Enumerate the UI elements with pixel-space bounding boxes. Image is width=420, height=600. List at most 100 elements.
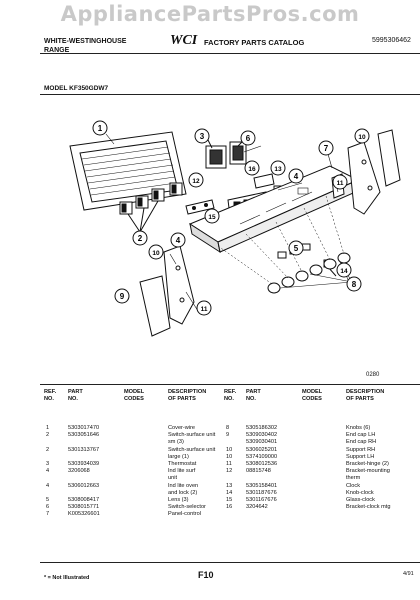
part-no-cell: K005326601 [68, 511, 100, 518]
description-cell: End cap RH [346, 439, 377, 446]
ref-no-header: REF. NO. [44, 389, 57, 402]
description-header: DESCRIPTION OF PARTS [168, 389, 207, 402]
model-label: MODEL KF350GDW7 [44, 85, 109, 92]
callout-11: 11 [196, 300, 212, 316]
description-cell: Bracket-hinge (2) [346, 460, 389, 467]
callout-6: 6 [240, 130, 256, 146]
part-no-cell: 5306012663 [68, 482, 100, 489]
brand-line-1: WHITE-WESTINGHOUSE [44, 38, 127, 45]
part-no-cell: 5306025201 [246, 446, 278, 453]
callout-9: 9 [114, 288, 130, 304]
callout-11: 11 [332, 174, 348, 190]
watermark: AppliancePartsPros.com [60, 2, 360, 26]
wci-logo: WCI [170, 33, 198, 48]
part-no-cell: 5305186302 [246, 425, 278, 431]
part-no-cell: 5301167676 [246, 496, 277, 503]
bracket-mounting-part [185, 199, 215, 215]
svg-text:16: 16 [248, 166, 256, 173]
description-cell: Switch-selector [168, 504, 206, 511]
callout-4: 4 [170, 232, 186, 248]
ref-no-cell: 2 [46, 446, 50, 453]
support-rh-part [347, 141, 381, 215]
description-cell: Switch-surface unit [168, 446, 216, 453]
ref-no-cell: 16 [226, 504, 233, 511]
table-top-rule [40, 384, 420, 385]
callout-8: 8 [346, 276, 362, 292]
svg-text:4: 4 [294, 172, 299, 181]
svg-text:14: 14 [340, 268, 348, 275]
part-no-cell: 5303017470 [68, 425, 100, 431]
page-number: F10 [198, 570, 214, 580]
description-cell: and lock (2) [168, 489, 198, 496]
description-cell: Bracket-clock mtg [346, 504, 391, 511]
part-no-cell: 5309030401 [246, 439, 278, 446]
footer-rule [40, 562, 420, 563]
part-no-cell: 5308008417 [68, 496, 100, 503]
exploded-parts-diagram: 1 2 3 4 4 5 6 7 8 9 10 10 11 11 12 13 14… [69, 120, 401, 337]
ref-no-cell: 13 [226, 482, 233, 489]
callout-3: 3 [194, 128, 210, 144]
revision-date: 4/91 [403, 571, 414, 577]
callout-5: 5 [288, 240, 304, 256]
ref-no-cell: 8 [226, 425, 230, 431]
header-rule [40, 53, 420, 54]
ref-no-cell: 3 [46, 460, 50, 467]
description-header: DESCRIPTION OF PARTS [346, 389, 385, 402]
ref-no-cell: 6 [46, 504, 50, 511]
part-no-header: PART NO. [246, 389, 261, 402]
end-cap-lh-part [139, 275, 171, 337]
part-no-cell: 5308015771 [68, 504, 100, 511]
catalog-title: FACTORY PARTS CATALOG [204, 38, 305, 47]
svg-text:12: 12 [192, 178, 200, 185]
ref-no-cell: 5 [46, 496, 50, 503]
ref-no-cell: 15 [226, 496, 233, 503]
description-cell: End cap LH [346, 432, 376, 439]
svg-text:13: 13 [274, 166, 282, 173]
svg-text:10: 10 [152, 250, 160, 257]
svg-text:15: 15 [208, 214, 216, 221]
model-codes-header: MODEL CODES [302, 389, 323, 402]
description-cell: sm (3) [168, 439, 184, 446]
model-rule [40, 94, 420, 95]
callout-12: 12 [188, 172, 204, 188]
ref-no-header: REF. NO. [224, 389, 237, 402]
callout-10: 10 [354, 128, 370, 144]
svg-text:10: 10 [358, 134, 366, 141]
svg-text:1: 1 [98, 124, 103, 133]
ref-no-cell: 10 [226, 453, 233, 460]
description-cell: Thermostat [168, 460, 197, 467]
svg-text:3: 3 [200, 132, 205, 141]
callout-2: 2 [132, 230, 148, 246]
callout-13: 13 [270, 160, 286, 176]
catalog-number: 5995306462 [372, 37, 411, 44]
callout-14: 14 [336, 262, 352, 278]
diagram-code: 0280 [366, 372, 380, 378]
ref-no-cell: 4 [46, 482, 50, 489]
ref-no-cell: 7 [46, 511, 50, 518]
svg-text:7: 7 [324, 144, 329, 153]
ref-no-cell: 4 [46, 468, 50, 475]
cover-wire-part [69, 131, 187, 211]
brand-header: WHITE-WESTINGHOUSE RANGE [44, 37, 126, 55]
ref-no-cell: 14 [226, 489, 233, 496]
description-cell: large (1) [168, 453, 189, 460]
ref-no-cell: 12 [226, 468, 233, 475]
part-no-cell: 08815748 [246, 468, 271, 475]
surface-switch-parts [119, 182, 183, 233]
selector-switch-part [229, 139, 247, 165]
part-no-cell: 5308012536 [246, 460, 278, 467]
part-no-cell: 5303934039 [68, 460, 100, 467]
description-cell: Knobs (6) [346, 425, 371, 431]
svg-text:5: 5 [294, 244, 299, 253]
description-cell: Panel-control [168, 511, 201, 518]
ref-no-cell: 2 [46, 432, 50, 439]
description-cell: Bracket-mounting [346, 468, 390, 475]
svg-text:6: 6 [246, 134, 251, 143]
end-cap-rh-part [377, 129, 401, 187]
callout-10: 10 [148, 244, 164, 260]
description-cell: Ind lite oven [168, 482, 199, 489]
description-cell: Lens (3) [168, 496, 189, 503]
part-no-cell: 5305158401 [246, 482, 278, 489]
part-no-cell: 5301187676 [246, 489, 277, 496]
part-no-cell: 5309030402 [246, 432, 278, 439]
